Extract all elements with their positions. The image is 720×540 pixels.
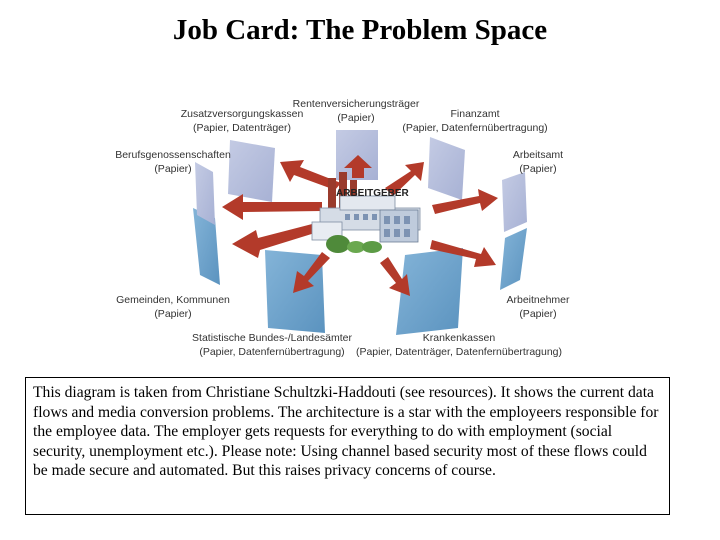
node-media: (Papier, Datenträger, Datenfernübertragu…: [356, 346, 562, 358]
arrow-to-arbeitsamt: [432, 189, 498, 214]
page-title: Job Card: The Problem Space: [172, 14, 548, 46]
arrow-to-berufsgenossenschaften: [222, 194, 322, 220]
arrow-to-krankenkassen: [380, 257, 410, 296]
node-name: Krankenkassen: [423, 332, 496, 344]
panel-gemeinden: [193, 208, 220, 285]
arrow-to-finanzamt: [385, 162, 424, 196]
node-rentenversicherung: Rentenversicherungsträger (Papier): [293, 98, 420, 124]
node-arbeitnehmer: Arbeitnehmer (Papier): [506, 294, 570, 320]
node-name: Statistische Bundes-/Landesämter: [192, 332, 352, 344]
node-name: Rentenversicherungsträger: [293, 98, 420, 110]
node-berufsgenossenschaften: Berufsgenossenschaften (Papier): [115, 149, 231, 175]
node-media: (Papier): [337, 112, 374, 124]
node-statistische: Statistische Bundes-/Landesämter (Papier…: [192, 332, 352, 358]
arrow-to-arbeitnehmer: [430, 240, 496, 267]
arrow-to-statistische: [293, 252, 330, 293]
arrow-to-zusatzversorgung: [280, 160, 341, 190]
panel-krankenkassen: [396, 248, 463, 335]
node-media: (Papier, Datenträger): [193, 122, 291, 134]
panel-berufsgenossenschaften: [195, 162, 215, 225]
node-media: (Papier): [519, 308, 556, 320]
panel-zusatzversorgung: [228, 140, 275, 202]
node-finanzamt: Finanzamt (Papier, Datenfernübertragung): [402, 108, 547, 134]
panel-arbeitnehmer: [500, 228, 527, 290]
hub-label: ARBEITGEBER: [336, 188, 410, 199]
node-krankenkassen: Krankenkassen (Papier, Datenträger, Date…: [356, 332, 562, 358]
node-name: Berufsgenossenschaften: [115, 149, 231, 161]
panel-finanzamt: [428, 137, 465, 200]
panel-arbeitsamt: [502, 172, 527, 232]
node-name: Finanzamt: [450, 108, 499, 120]
caption-box: This diagram is taken from Christiane Sc…: [25, 377, 670, 515]
node-media: (Papier, Datenfernübertragung): [402, 122, 547, 134]
arrow-to-gemeinden: [232, 223, 318, 258]
flow-arrows: [222, 155, 498, 296]
node-arbeitsamt: Arbeitsamt (Papier): [513, 149, 563, 175]
node-zusatzversorgung: Zusatzversorgungskassen (Papier, Datentr…: [181, 108, 304, 134]
node-name: Arbeitnehmer: [506, 294, 570, 306]
arrow-to-rentenversicherung: [344, 155, 372, 178]
node-name: Arbeitsamt: [513, 149, 563, 161]
employer-building-icon: [311, 172, 421, 253]
node-media: (Papier): [154, 308, 191, 320]
node-media: (Papier, Datenfernübertragung): [199, 346, 344, 358]
node-name: Gemeinden, Kommunen: [116, 294, 230, 306]
node-media: (Papier): [154, 163, 191, 175]
node-gemeinden: Gemeinden, Kommunen (Papier): [116, 294, 230, 320]
node-name: Zusatzversorgungskassen: [181, 108, 304, 120]
data-flow-diagram: ARBEITGEBER Rentenversicherungsträger (P…: [115, 98, 570, 358]
node-media: (Papier): [519, 163, 556, 175]
